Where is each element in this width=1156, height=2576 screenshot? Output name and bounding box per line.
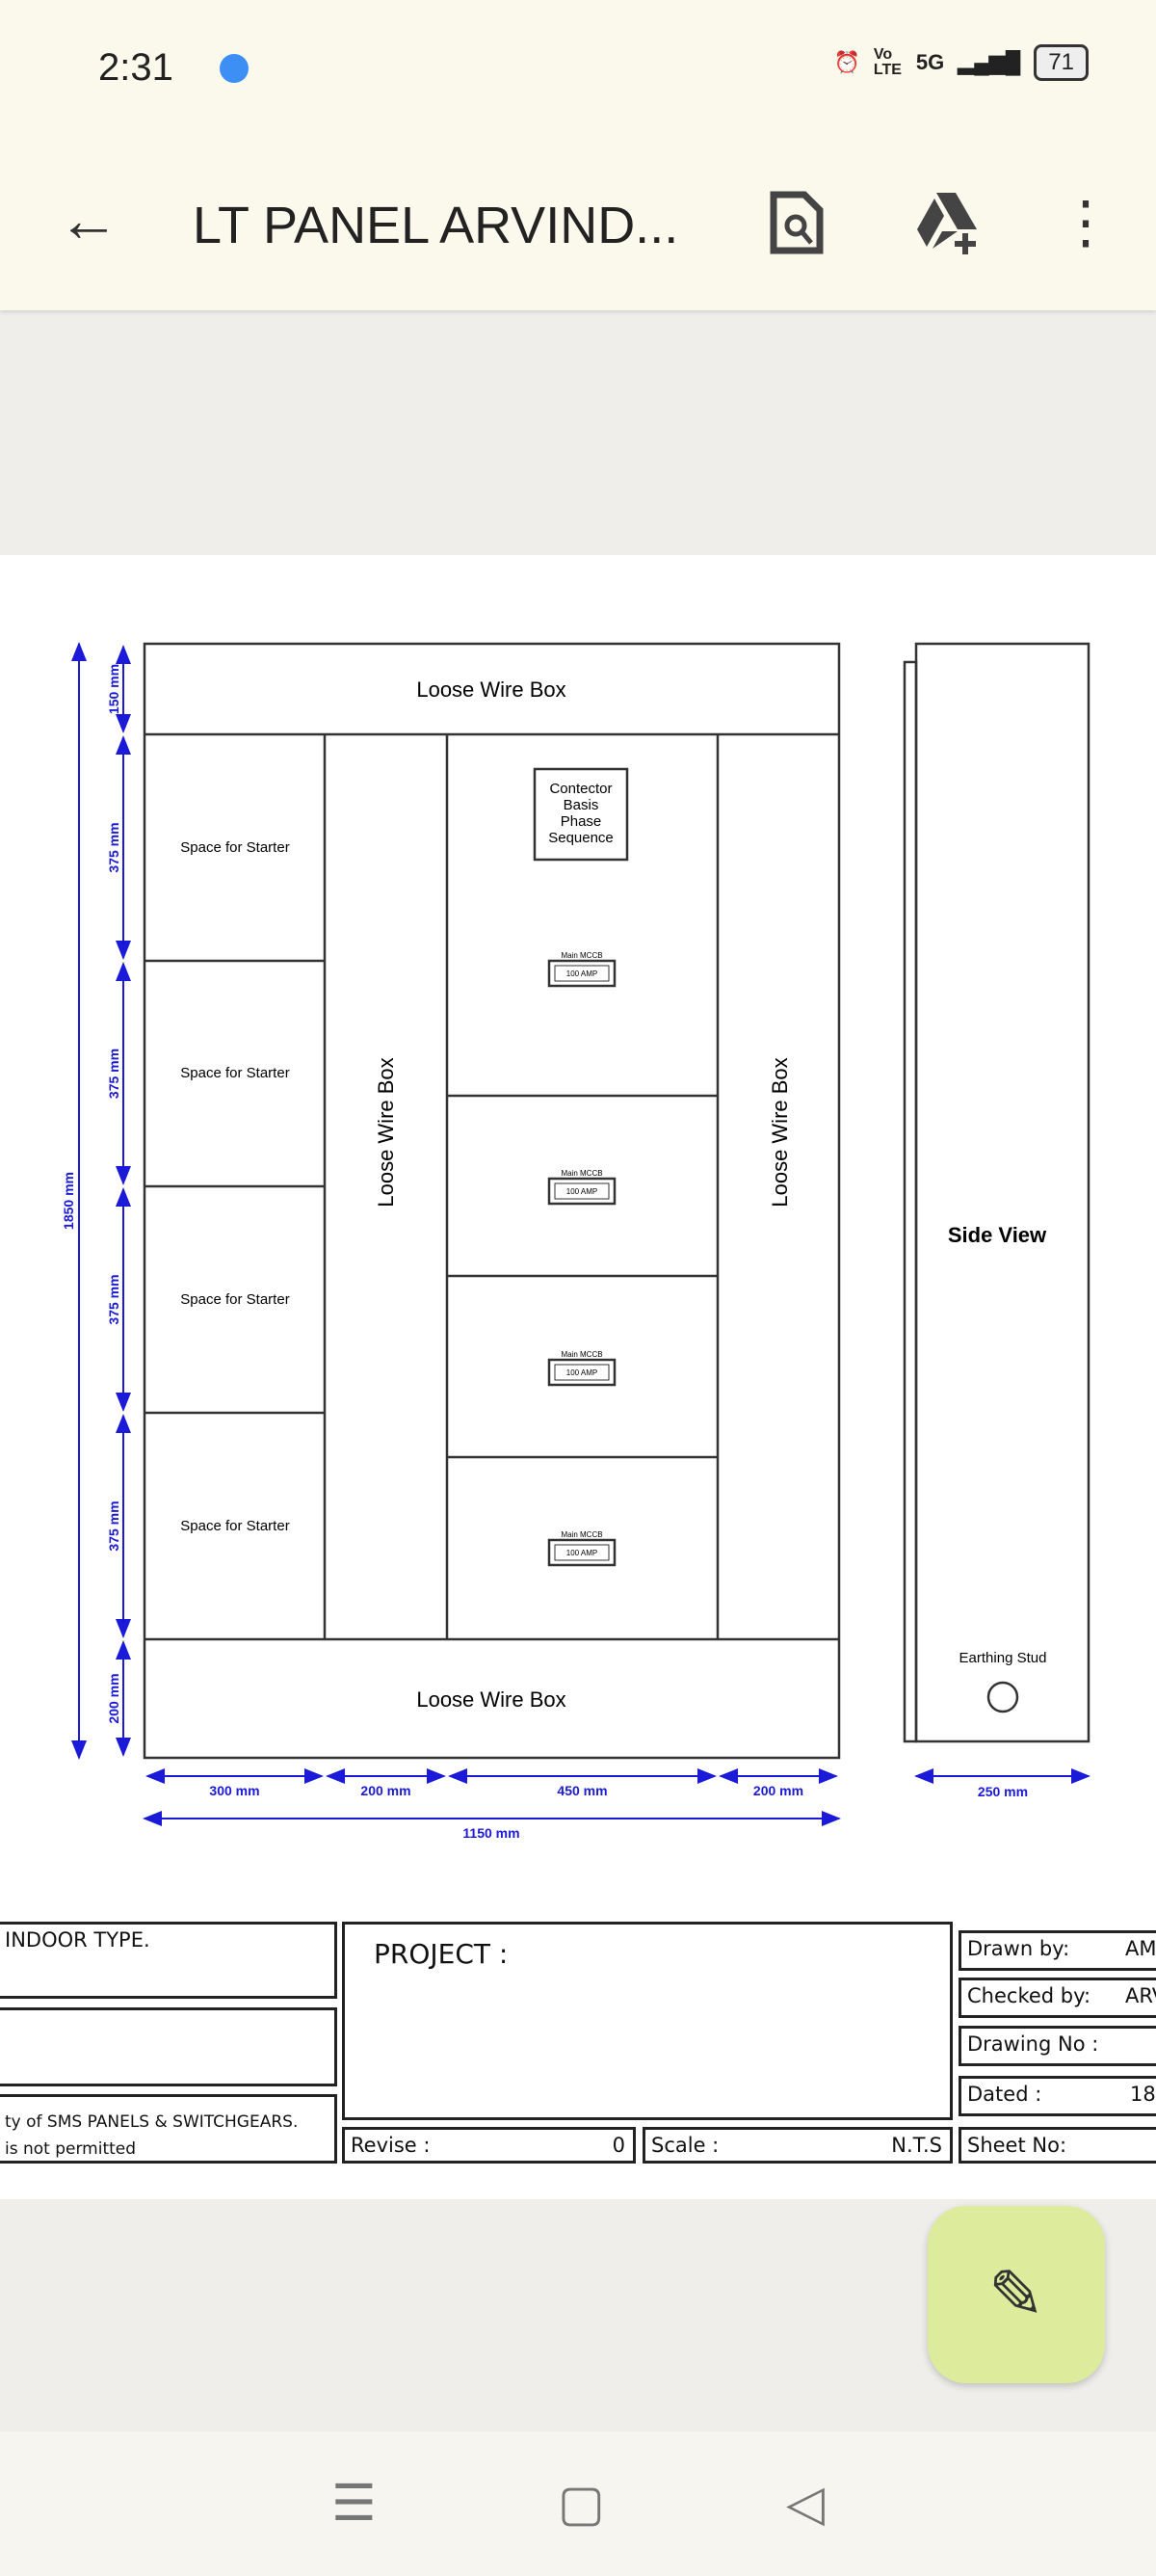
- blank-cell: [0, 2007, 337, 2086]
- mccb-rating: 100 AMP: [566, 969, 597, 978]
- alarm-icon: ⏰: [833, 50, 860, 74]
- contactor-label: Phase: [561, 813, 602, 830]
- mccb-face: [554, 965, 610, 982]
- status-time: 2:31: [98, 46, 173, 89]
- scale-value: N.T.S: [891, 2134, 942, 2157]
- contactor-label: Contector: [549, 781, 612, 797]
- battery-icon: 71: [1034, 44, 1089, 81]
- dimension-label: 375 mm: [106, 1274, 121, 1324]
- project-label: PROJECT :: [374, 1938, 509, 1970]
- sheet-no-label: Sheet No:: [967, 2134, 1067, 2157]
- mccb-rating: 100 AMP: [566, 1187, 597, 1196]
- dimension-label: 300 mm: [209, 1783, 259, 1798]
- dimension-total-height: 1850 mm: [61, 1172, 76, 1230]
- disclaimer-text: is not permitted: [5, 2139, 137, 2159]
- more-options-icon[interactable]: ⋮: [1057, 190, 1115, 254]
- dated-label: Dated :: [967, 2083, 1042, 2106]
- add-to-drive-icon[interactable]: [915, 189, 983, 256]
- mccb-label: Main MCCB: [561, 1169, 602, 1178]
- recents-icon[interactable]: ☰: [331, 2476, 377, 2532]
- dimension-label: 200 mm: [360, 1783, 410, 1798]
- drawing-no-label: Drawing No :: [967, 2032, 1099, 2056]
- loose-wire-box-left: Loose Wire Box: [374, 1057, 398, 1207]
- checked-by-label: Checked by:: [967, 1984, 1091, 2007]
- side-view-label: Side View: [948, 1223, 1047, 1247]
- panel-drawing: Loose Wire Box Loose Wire Box Loose Wire…: [61, 642, 1090, 1841]
- dimension-label: 375 mm: [106, 822, 121, 872]
- mccb-breaker: [547, 1538, 617, 1567]
- dimension-label: 375 mm: [106, 1049, 121, 1099]
- disclaimer-cell: ty of SMS PANELS & SWITCHGEARS. is not pe…: [0, 2094, 337, 2164]
- dated-value: 18-: [1130, 2083, 1156, 2106]
- volte-icon: Vo LTE: [873, 46, 902, 78]
- mccb-label: Main MCCB: [561, 1350, 602, 1359]
- scale-label: Scale :: [651, 2134, 720, 2157]
- back-nav-icon[interactable]: ◁: [785, 2476, 825, 2532]
- type-cell: INDOOR TYPE.: [0, 1922, 337, 1999]
- mccb-face: [554, 1182, 610, 1200]
- find-in-document-icon[interactable]: [763, 189, 830, 256]
- pen-icon: ✎: [987, 2257, 1045, 2332]
- signal-bars-icon: ▂▄▆█: [958, 50, 1021, 74]
- document-title: LT PANEL ARVIND...: [193, 197, 679, 254]
- app-header: 2:31 ⏰ Vo LTE 5G ▂▄▆█ 71 ← LT PANEL ARVI…: [0, 0, 1156, 310]
- mccb-breaker: [547, 959, 617, 988]
- notification-app-icon: [220, 54, 249, 83]
- revise-cell: Revise : 0: [342, 2127, 636, 2164]
- contactor-label: Sequence: [548, 830, 614, 846]
- drawn-by-label: Drawn by:: [967, 1937, 1070, 1960]
- revise-label: Revise :: [351, 2134, 431, 2157]
- starter-space: Space for Starter: [180, 1065, 289, 1081]
- back-button[interactable]: ←: [58, 185, 119, 254]
- home-icon[interactable]: ▢: [557, 2476, 605, 2532]
- checked-by-cell: Checked by: ARV: [959, 1978, 1156, 2018]
- edit-button[interactable]: ✎: [928, 2206, 1105, 2383]
- scale-cell: Scale : N.T.S: [643, 2127, 953, 2164]
- mccb-label: Main MCCB: [561, 951, 602, 960]
- loose-wire-box-bottom: Loose Wire Box: [416, 1687, 565, 1712]
- sheet-no-cell: Sheet No:: [959, 2127, 1156, 2164]
- drawn-by-value: AM: [1125, 1937, 1156, 1960]
- disclaimer-text: ty of SMS PANELS & SWITCHGEARS.: [5, 2112, 299, 2132]
- dimension-total-width: 1150 mm: [462, 1825, 519, 1841]
- dimension-label: 200 mm: [106, 1673, 121, 1723]
- mccb-face: [554, 1544, 610, 1561]
- drawing-no-cell: Drawing No :: [959, 2026, 1156, 2066]
- checked-by-value: ARV: [1125, 1984, 1156, 2007]
- mccb-rating: 100 AMP: [566, 1549, 597, 1557]
- signal-icon: 5G: [915, 50, 945, 74]
- dimension-label: 375 mm: [106, 1500, 121, 1551]
- drawn-by-cell: Drawn by: AM: [959, 1930, 1156, 1971]
- dated-cell: Dated : 18-: [959, 2076, 1156, 2116]
- starter-space: Space for Starter: [180, 1518, 289, 1534]
- project-cell: PROJECT :: [342, 1922, 953, 2120]
- loose-wire-box-right: Loose Wire Box: [768, 1057, 792, 1207]
- revise-value: 0: [612, 2134, 625, 2157]
- starter-space: Space for Starter: [180, 1291, 289, 1308]
- system-nav-bar: ☰ ▢ ◁: [0, 2431, 1156, 2576]
- mccb-rating: 100 AMP: [566, 1368, 597, 1377]
- starter-space: Space for Starter: [180, 839, 289, 856]
- mccb-label: Main MCCB: [561, 1530, 602, 1539]
- status-icons: ⏰ Vo LTE 5G ▂▄▆█ 71: [834, 44, 1089, 81]
- dimension-side: 250 mm: [978, 1784, 1028, 1799]
- type-text: INDOOR TYPE.: [5, 1928, 150, 1952]
- mccb-face: [554, 1364, 610, 1381]
- title-block: .cell{position:absolute;border:3px solid…: [0, 1922, 1156, 2170]
- mccb-breaker: [547, 1177, 617, 1206]
- dimension-label: 450 mm: [557, 1783, 607, 1798]
- mccb-breaker: [547, 1358, 617, 1387]
- contactor-label: Basis: [564, 797, 599, 813]
- loose-wire-box-top: Loose Wire Box: [416, 677, 565, 702]
- dimension-label: 150 mm: [106, 664, 121, 714]
- earthing-stud-label: Earthing Stud: [959, 1650, 1047, 1666]
- dimension-label: 200 mm: [753, 1783, 803, 1798]
